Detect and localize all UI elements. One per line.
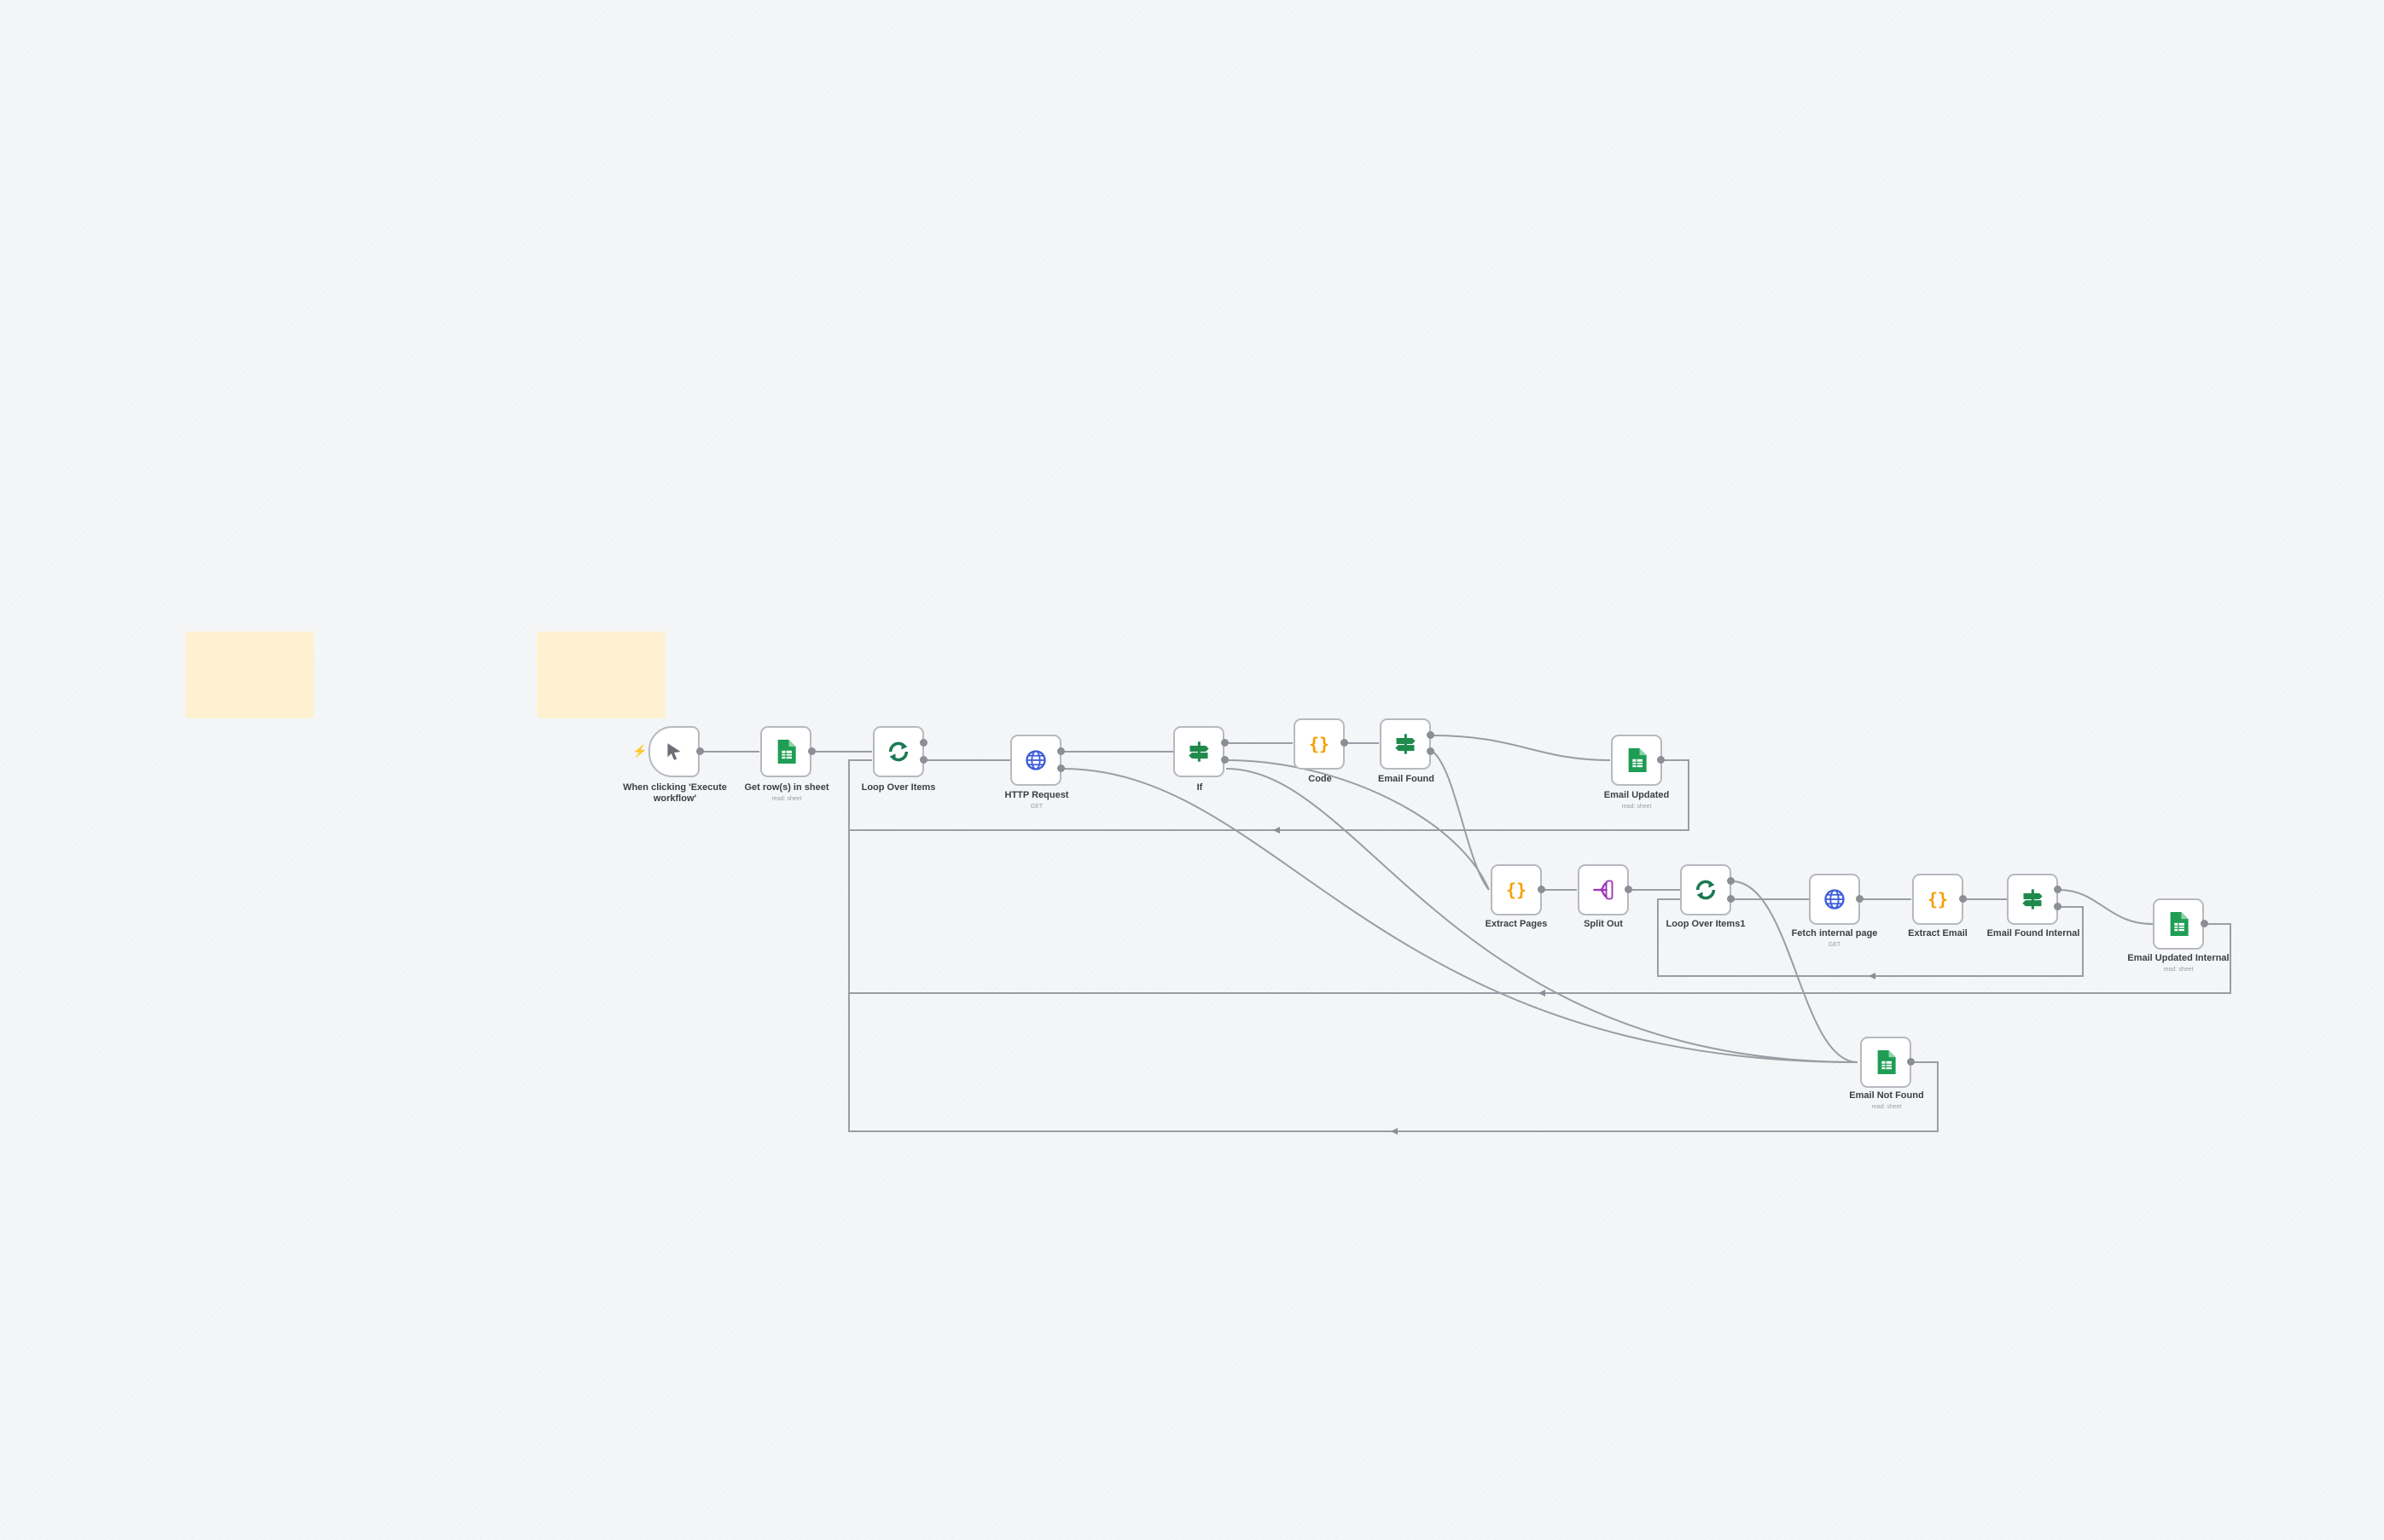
- output-port[interactable]: [2054, 903, 2061, 910]
- output-port[interactable]: [1057, 747, 1065, 755]
- connection[interactable]: [1225, 768, 1858, 1063]
- node-http-request[interactable]: [1010, 735, 1061, 786]
- if-icon: [2022, 889, 2043, 909]
- output-port[interactable]: [696, 747, 704, 755]
- sticky-note[interactable]: [185, 631, 314, 718]
- node-fetch-internal-page[interactable]: [1809, 874, 1860, 925]
- output-port[interactable]: [1427, 747, 1434, 755]
- trigger-marker-icon: ⚡: [632, 744, 648, 758]
- code-icon: {}: [1506, 880, 1526, 900]
- split-out-icon: [1593, 880, 1614, 900]
- node-extract-pages[interactable]: {}: [1491, 864, 1542, 915]
- loop-icon: [1695, 880, 1716, 900]
- loop-icon: [888, 741, 909, 762]
- node-sublabel: GET: [1828, 942, 1841, 948]
- code-icon: {}: [1309, 734, 1329, 754]
- connection[interactable]: [1431, 750, 1490, 891]
- svg-text:{}: {}: [1928, 889, 1948, 909]
- node-manual-trigger[interactable]: [648, 726, 700, 777]
- globe-icon: [1824, 889, 1845, 909]
- node-loop-over-items1[interactable]: [1680, 864, 1731, 915]
- code-icon: {}: [1928, 889, 1948, 909]
- google-sheets-icon: [1628, 748, 1647, 772]
- output-port[interactable]: [1907, 1058, 1915, 1066]
- arrowhead: [1273, 827, 1280, 834]
- output-port[interactable]: [2054, 886, 2061, 893]
- node-email-found[interactable]: [1380, 718, 1431, 770]
- node-sublabel: GET: [1030, 804, 1044, 810]
- connection[interactable]: [1731, 880, 1858, 1063]
- node-email-updated-internal[interactable]: [2153, 898, 2204, 950]
- output-port[interactable]: [1625, 886, 1632, 893]
- node-email-not-found[interactable]: [1860, 1037, 1911, 1088]
- node-label: Code: [1308, 774, 1332, 784]
- arrowhead: [1869, 973, 1875, 979]
- if-icon: [1189, 741, 1209, 762]
- output-port[interactable]: [1427, 731, 1434, 739]
- connection[interactable]: [1431, 735, 1611, 761]
- node-label: When clicking 'Execute workflow': [623, 782, 727, 804]
- connection[interactable]: [1061, 768, 1858, 1063]
- cursor-icon: [667, 743, 681, 760]
- output-port[interactable]: [2201, 920, 2208, 927]
- node-email-found-internal[interactable]: [2007, 874, 2058, 925]
- node-label: Email Updated: [1603, 790, 1670, 800]
- output-port[interactable]: [1221, 739, 1229, 747]
- node-loop-over-items[interactable]: [873, 726, 924, 777]
- output-port[interactable]: [920, 756, 927, 764]
- node-label: Extract Pages: [1485, 919, 1548, 929]
- node-label: HTTP Request: [1004, 790, 1069, 800]
- arrowhead: [1538, 990, 1545, 997]
- output-port[interactable]: [920, 739, 927, 747]
- output-port[interactable]: [1727, 895, 1735, 903]
- arrowhead: [1391, 1128, 1398, 1135]
- node-if[interactable]: [1173, 726, 1224, 777]
- node-label: Get row(s) in sheet: [744, 782, 829, 793]
- output-port[interactable]: [1959, 895, 1967, 903]
- node-label: Email Updated Internal: [2127, 953, 2230, 963]
- node-label: Email Found: [1378, 774, 1434, 784]
- node-label: Loop Over Items1: [1666, 919, 1746, 929]
- node-sublabel: read: sheet: [771, 796, 802, 802]
- node-email-updated[interactable]: [1611, 735, 1662, 786]
- node-label: If: [1196, 782, 1203, 793]
- node-get-rows-in-sheet[interactable]: [760, 726, 811, 777]
- google-sheets-icon: [1877, 1050, 1896, 1074]
- node-label: Extract Email: [1908, 928, 1968, 939]
- output-port[interactable]: [1340, 739, 1348, 747]
- output-port[interactable]: [1856, 895, 1864, 903]
- globe-icon: [1026, 750, 1046, 770]
- google-sheets-icon: [777, 740, 796, 764]
- node-label: Email Found Internal: [1986, 928, 2080, 939]
- node-sublabel: read: sheet: [2163, 967, 2194, 973]
- node-label: Loop Over Items: [861, 782, 936, 793]
- output-port[interactable]: [808, 747, 816, 755]
- node-label: Email Not Found: [1849, 1090, 1924, 1101]
- sticky-note[interactable]: [537, 631, 666, 718]
- connection[interactable]: [1225, 759, 1490, 891]
- node-split-out[interactable]: [1578, 864, 1629, 915]
- node-label: Fetch internal page: [1791, 928, 1878, 939]
- google-sheets-icon: [2170, 912, 2189, 936]
- node-sublabel: read: sheet: [1621, 804, 1652, 810]
- if-icon: [1395, 734, 1416, 754]
- node-label: Split Out: [1584, 919, 1623, 929]
- node-sublabel: read: sheet: [1871, 1104, 1902, 1110]
- output-port[interactable]: [1057, 764, 1065, 772]
- node-code[interactable]: {}: [1294, 718, 1345, 770]
- output-port[interactable]: [1727, 877, 1735, 885]
- svg-text:{}: {}: [1506, 880, 1526, 900]
- output-port[interactable]: [1538, 886, 1545, 893]
- connection[interactable]: [2058, 889, 2154, 925]
- node-extract-email[interactable]: {}: [1912, 874, 1963, 925]
- output-port[interactable]: [1657, 756, 1665, 764]
- output-port[interactable]: [1221, 756, 1229, 764]
- svg-text:{}: {}: [1309, 734, 1329, 754]
